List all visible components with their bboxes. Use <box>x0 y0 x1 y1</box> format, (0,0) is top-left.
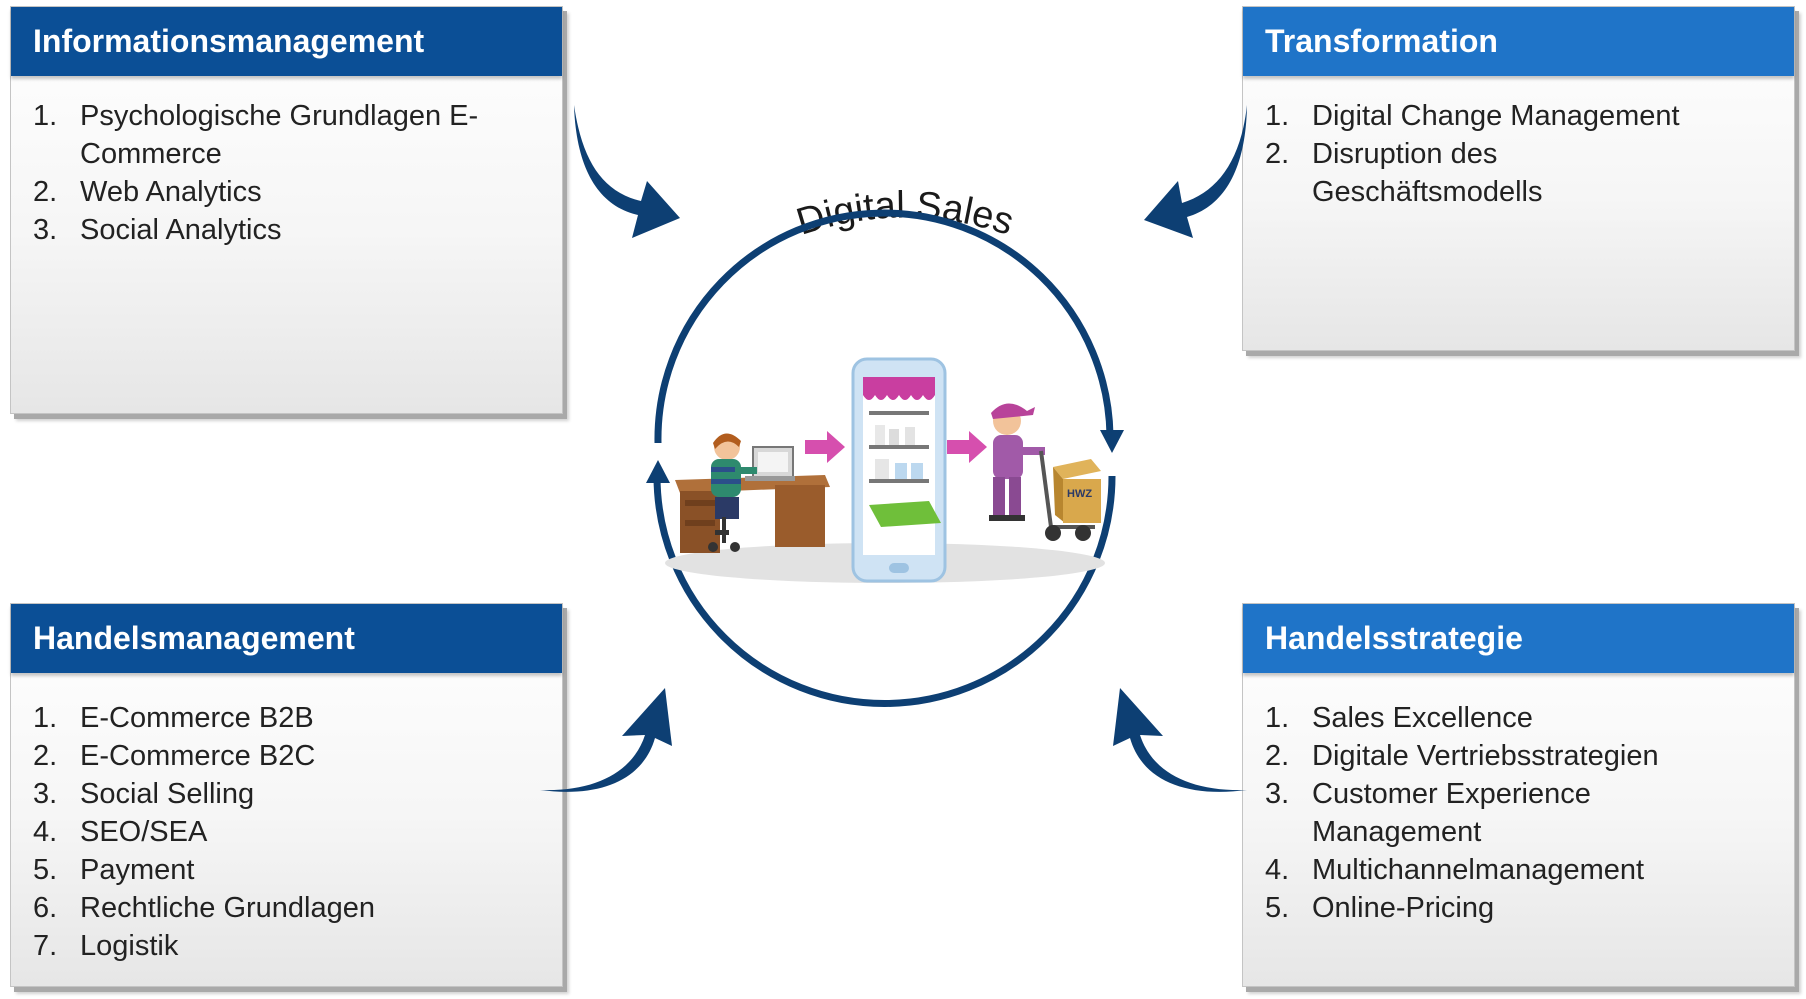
list-item-number: 6. <box>33 892 58 924</box>
list-item-number: 2. <box>1265 740 1290 772</box>
list-transformation: 1. Digital Change Management 2. Disruption… <box>1265 97 1778 211</box>
list-item-number: 3. <box>1265 778 1290 810</box>
ecommerce-illustration: HWZ <box>665 357 1105 583</box>
delivery-person-icon <box>989 403 1045 521</box>
list-item-text: SEO/SEA <box>80 816 208 848</box>
list-item-text: Multichannelmanagement <box>1312 854 1645 886</box>
list-handelsstrategie: 1. Sales Excellence 2. Digitale Vertriebss… <box>1265 699 1778 927</box>
list-item: 7. Logistik <box>33 927 546 965</box>
list-item-text: Psychologische Grundlagen E-Commerce <box>80 100 479 170</box>
list-item-number: 7. <box>33 930 58 962</box>
box-header-informationsmanagement: Informationsmanagement <box>11 7 562 76</box>
list-item-number: 4. <box>1265 854 1290 886</box>
list-item-number: 1. <box>33 702 58 734</box>
list-item-text: Online-Pricing <box>1312 892 1495 924</box>
list-item: 4. SEO/SEA <box>33 813 546 851</box>
list-item-text: Social Selling <box>80 778 255 810</box>
list-item: 4. Multichannelmanagement <box>1265 851 1778 889</box>
package-box-icon: HWZ <box>1053 459 1101 523</box>
list-handelsmanagement: 1. E-Commerce B2B 2. E-Commerce B2C 3. Soci… <box>33 699 546 965</box>
list-item-number: 2. <box>33 176 58 208</box>
computer-icon <box>745 446 795 481</box>
list-item: 1. E-Commerce B2B <box>33 699 546 737</box>
list-item: 2. Web Analytics <box>33 173 546 211</box>
flow-arrow-right <box>947 431 987 463</box>
box-transformation: Transformation 1. Digital Change Manageme… <box>1242 6 1795 351</box>
list-item-text: Social Analytics <box>80 214 282 246</box>
box-header-transformation: Transformation <box>1243 7 1794 76</box>
box-informationsmanagement: Informationsmanagement 1. Psychologische … <box>10 6 563 414</box>
list-item-text: Payment <box>80 854 195 886</box>
flow-arrow-left <box>805 431 845 463</box>
box-header-handelsstrategie: Handelsstrategie <box>1243 604 1794 673</box>
list-item-text: Customer Experience Management <box>1312 778 1591 848</box>
shopper-icon <box>708 433 757 552</box>
list-item-number: 2. <box>33 740 58 772</box>
svg-text:Digital Sales: Digital Sales <box>792 184 1019 243</box>
list-item-text: Digitale Vertriebsstrategien <box>1312 740 1659 772</box>
box-title-handelsstrategie: Handelsstrategie <box>1265 620 1523 656</box>
mobile-shop-icon <box>851 357 947 583</box>
swoosh-arrow-bottom-right <box>1113 688 1247 792</box>
list-item: 3. Customer Experience Management <box>1265 775 1642 851</box>
list-item-text: Disruption des Geschäftsmodells <box>1312 138 1543 208</box>
list-item-number: 3. <box>33 214 58 246</box>
box-handelsstrategie: Handelsstrategie 1. Sales Excellence 2. Di… <box>1242 603 1795 987</box>
desk-icon <box>675 475 830 553</box>
list-item: 3. Social Analytics <box>33 211 546 249</box>
swoosh-arrow-top-right <box>1144 105 1247 238</box>
center-title: Digital Sales <box>792 184 1019 243</box>
list-item-text: E-Commerce B2C <box>80 740 316 772</box>
list-item: 2. E-Commerce B2C <box>33 737 546 775</box>
list-item-text: Digital Change Management <box>1312 100 1680 132</box>
list-item-number: 2. <box>1265 138 1290 170</box>
list-item: 1. Digital Change Management <box>1265 97 1778 135</box>
list-item-number: 5. <box>1265 892 1290 924</box>
list-item: 1. Psychologische Grundlagen E-Commerce <box>33 97 480 173</box>
list-item-number: 5. <box>33 854 58 886</box>
box-handelsmanagement: Handelsmanagement 1. E-Commerce B2B 2. E-C… <box>10 603 563 987</box>
list-item: 2. Digitale Vertriebsstrategien <box>1265 737 1778 775</box>
list-item-number: 1. <box>1265 100 1290 132</box>
list-item-text: E-Commerce B2B <box>80 702 314 734</box>
swoosh-arrow-top-left <box>574 105 680 238</box>
list-item-number: 1. <box>33 100 58 132</box>
list-item-number: 1. <box>1265 702 1290 734</box>
list-item: 2. Disruption des Geschäftsmodells <box>1265 135 1572 211</box>
package-label: HWZ <box>1067 488 1092 500</box>
box-title-handelsmanagement: Handelsmanagement <box>33 620 355 656</box>
list-item-text: Rechtliche Grundlagen <box>80 892 376 924</box>
list-item: 5. Online-Pricing <box>1265 889 1778 927</box>
list-item-number: 3. <box>33 778 58 810</box>
box-title-transformation: Transformation <box>1265 23 1498 59</box>
center-title-text: Digital Sales <box>792 184 1019 243</box>
list-item: 1. Sales Excellence <box>1265 699 1778 737</box>
list-informationsmanagement: 1. Psychologische Grundlagen E-Commerce 2… <box>33 97 546 249</box>
list-item-number: 4. <box>33 816 58 848</box>
list-item: 3. Social Selling <box>33 775 546 813</box>
list-item-text: Sales Excellence <box>1312 702 1533 734</box>
list-item: 6. Rechtliche Grundlagen <box>33 889 546 927</box>
hand-truck-icon <box>1039 450 1095 541</box>
list-item-text: Web Analytics <box>80 176 262 208</box>
box-header-handelsmanagement: Handelsmanagement <box>11 604 562 673</box>
list-item: 5. Payment <box>33 851 546 889</box>
list-item-text: Logistik <box>80 930 179 962</box>
box-title-informationsmanagement: Informationsmanagement <box>33 23 425 59</box>
